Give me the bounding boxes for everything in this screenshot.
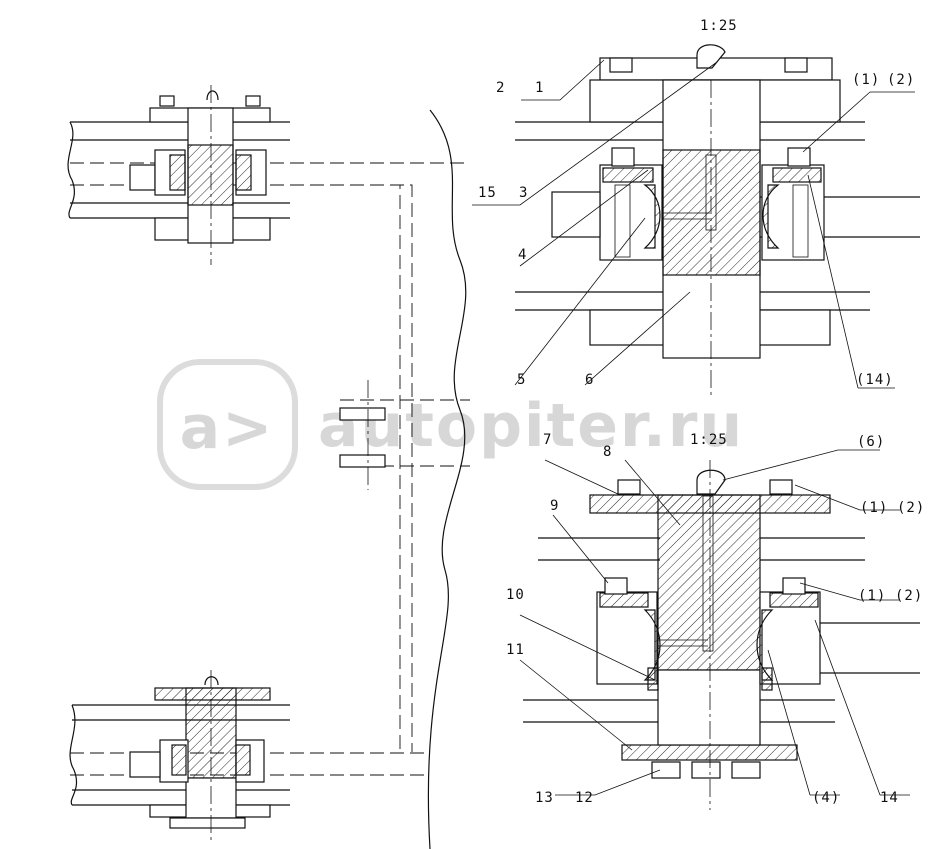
label-paren-1-b1: (1) [860, 500, 888, 516]
label-13: 13 [535, 790, 554, 806]
label-8: 8 [603, 444, 612, 460]
scale-label-top: 1:25 [700, 18, 738, 34]
label-paren-14: (14) [856, 372, 894, 388]
label-paren-1-top: (1) [852, 72, 880, 88]
label-paren-4: (4) [812, 790, 840, 806]
view-top-right [472, 44, 920, 395]
label-6: 6 [585, 372, 594, 388]
label-4: 4 [518, 247, 527, 263]
label-2: 2 [496, 80, 505, 96]
label-paren-2-b1: (2) [897, 500, 925, 516]
scale-label-bottom: 1:25 [690, 432, 728, 448]
callout-labels: 1:25 1 2 15 3 4 5 6 (1) (2) (14) 1:25 7 … [478, 18, 925, 806]
label-14: 14 [880, 790, 899, 806]
label-9: 9 [550, 498, 559, 514]
label-3: 3 [519, 185, 528, 201]
label-11: 11 [506, 642, 525, 658]
view-bottom-right [519, 449, 920, 810]
label-7: 7 [543, 432, 552, 448]
label-paren-2-top: (2) [887, 72, 915, 88]
label-1: 1 [535, 80, 544, 96]
label-15: 15 [478, 185, 497, 201]
label-12: 12 [575, 790, 594, 806]
watermark-text: autopiter.ru [318, 391, 744, 461]
label-5: 5 [517, 372, 526, 388]
label-paren-6: (6) [857, 434, 885, 450]
label-paren-1-b2: (1) [858, 588, 886, 604]
view-top-left [67, 85, 290, 265]
watermark-logo: a> [180, 393, 275, 463]
label-paren-2-b2: (2) [895, 588, 923, 604]
watermark-logo-frame [157, 359, 298, 490]
view-bottom-left [69, 670, 290, 840]
watermark: a> autopiter.ru [157, 359, 744, 490]
label-10: 10 [506, 587, 525, 603]
